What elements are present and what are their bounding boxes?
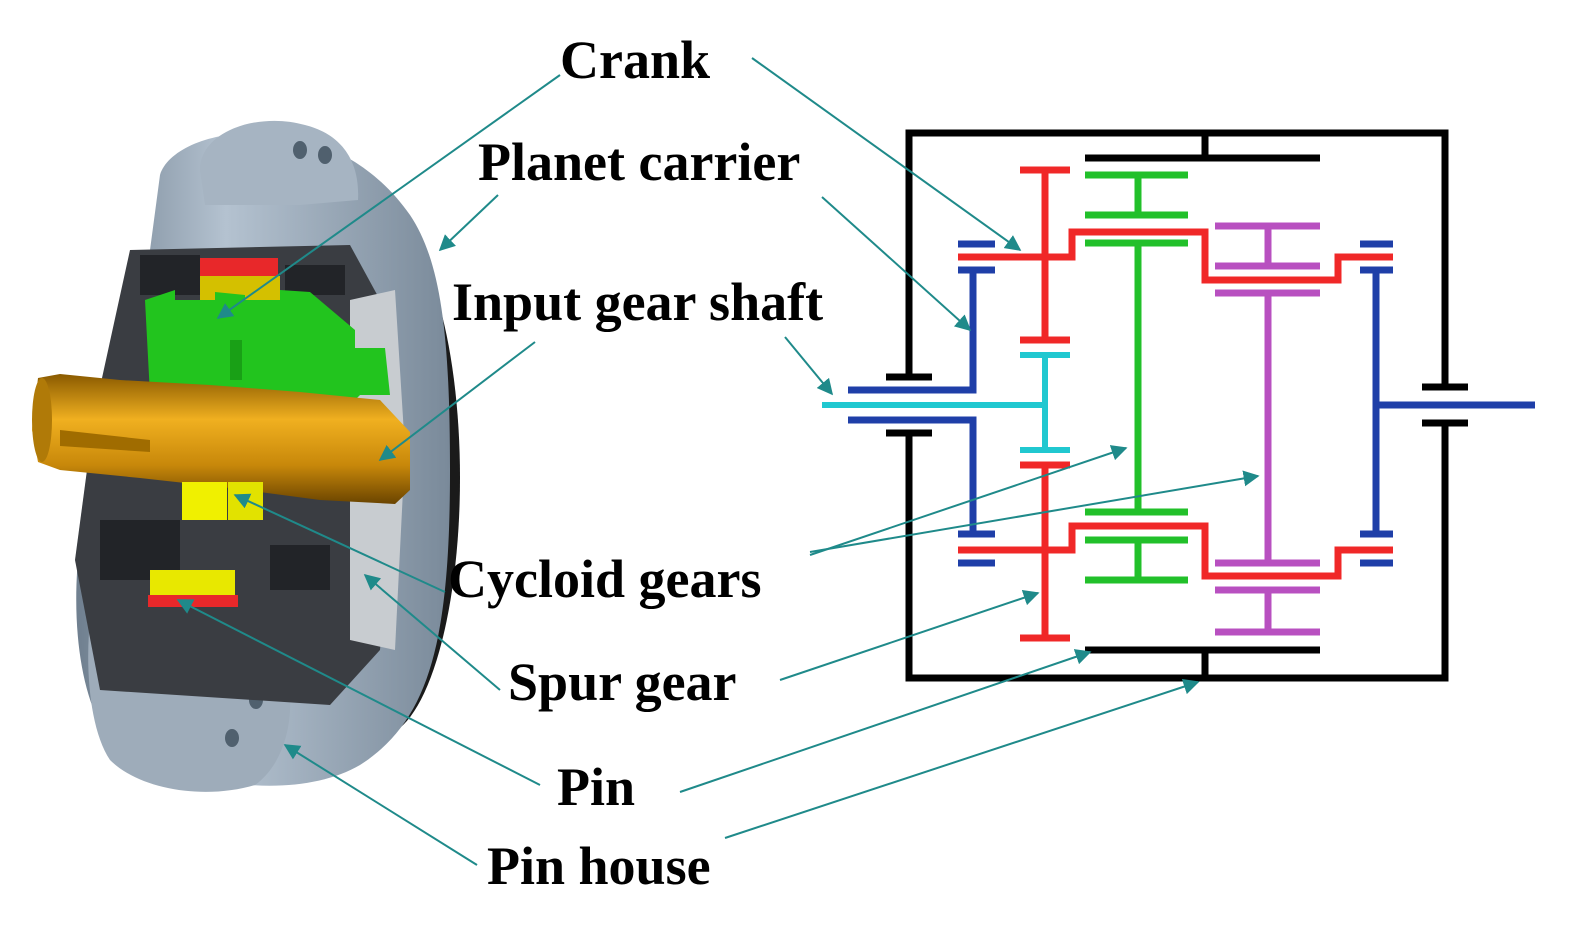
input-shaft-model xyxy=(32,374,410,504)
carrier-block xyxy=(140,255,200,295)
leader-planet-carrier-model xyxy=(438,194,499,252)
leader-pin-house-model xyxy=(283,744,478,866)
label-input-gear-shaft: Input gear shaft xyxy=(452,272,823,332)
bolt-hole xyxy=(318,146,332,164)
leader-pin-schematic xyxy=(679,649,1092,793)
carrier-block xyxy=(285,265,345,295)
lower-crank xyxy=(182,482,227,520)
bolt-hole xyxy=(225,729,239,747)
shaft-keyway xyxy=(60,430,150,452)
pin-house-frame xyxy=(886,129,1468,682)
top-lug xyxy=(200,120,359,205)
upper-pin xyxy=(200,258,278,276)
cycloid-gear-notch xyxy=(230,340,242,380)
lower-pin xyxy=(148,595,238,607)
planet-carrier-schematic xyxy=(848,240,1535,567)
leader-crank-model xyxy=(216,74,561,319)
lower-crank xyxy=(150,570,235,595)
bolt-hole xyxy=(293,141,307,159)
gear-schematic xyxy=(822,129,1535,682)
leader-input-shaft-schematic xyxy=(784,336,834,396)
leader-cycloid-model xyxy=(233,493,446,593)
leader-pin-house-schematic xyxy=(724,678,1200,839)
leader-spur-gear-schematic xyxy=(779,590,1040,681)
leader-spur-gear-model xyxy=(363,573,501,691)
crank-schematic xyxy=(958,166,1393,642)
spur-gear-schematic xyxy=(1085,171,1188,584)
leader-cycloid-schematic xyxy=(809,470,1260,553)
lower-crank xyxy=(228,482,263,520)
label-spur-gear: Spur gear xyxy=(508,652,737,712)
labels: Crank Planet carrier Input gear shaft Cy… xyxy=(448,30,823,896)
leader-lines xyxy=(176,57,1260,866)
cycloid-gear-schematic xyxy=(1215,222,1320,636)
leader-crank-schematic xyxy=(751,57,1022,251)
label-cycloid-gears: Cycloid gears xyxy=(448,549,761,609)
leader-planet-carrier-schematic xyxy=(821,196,972,332)
cycloid-gear-block xyxy=(145,290,390,410)
label-pin: Pin xyxy=(557,757,635,817)
leader-input-shaft-model xyxy=(378,341,536,461)
shaft-end xyxy=(32,378,52,462)
label-pin-house: Pin house xyxy=(487,836,711,896)
label-crank: Crank xyxy=(560,30,710,90)
reducer-3d-model xyxy=(32,120,460,792)
input-shaft-schematic xyxy=(822,352,1070,453)
leader-pin-model xyxy=(176,599,541,786)
leader-cycloid-spur xyxy=(809,445,1128,556)
carrier-block xyxy=(270,545,330,590)
label-planet-carrier: Planet carrier xyxy=(478,132,800,192)
